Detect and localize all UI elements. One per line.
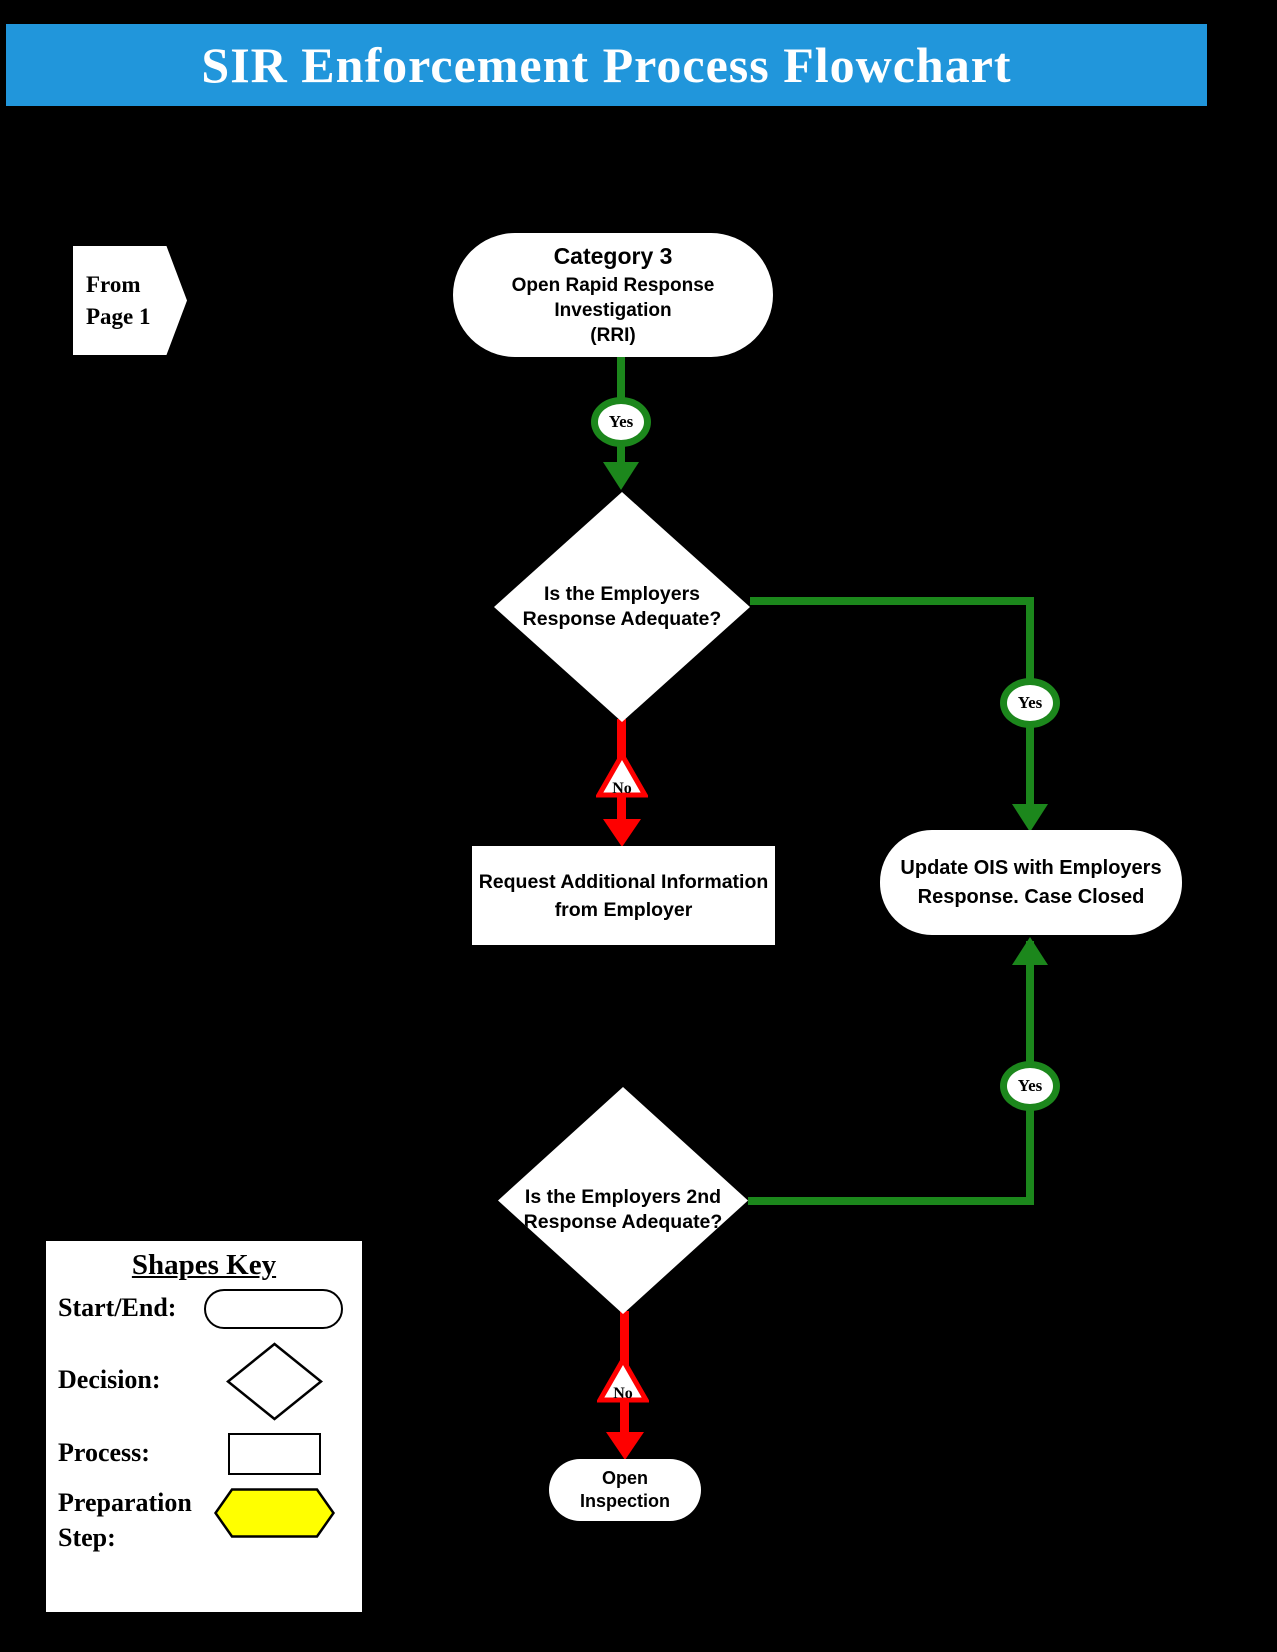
yes-label-decision1: Yes: [1000, 678, 1060, 728]
start-node-line3: Investigation: [554, 300, 672, 321]
green-arrowhead-to-update-ois-top: [1012, 804, 1048, 832]
decision1-line2: Response Adequate?: [522, 608, 722, 630]
red-arrowhead-to-open-inspection: [606, 1432, 644, 1460]
decision2-line2: Response Adequate?: [523, 1210, 723, 1233]
key-decision-shape: [226, 1342, 323, 1421]
key-label-preparation-line2: Step:: [58, 1523, 116, 1552]
update-ois-line2: Response. Case Closed: [917, 885, 1145, 908]
key-label-process: Process:: [58, 1438, 150, 1467]
connector-decision1-yes-horizontal: [750, 597, 1034, 605]
green-arrowhead-to-decision1: [603, 462, 639, 490]
decision1-line1: Is the Employers: [543, 583, 701, 605]
connector-decision2-yes-horizontal: [748, 1197, 1034, 1205]
no-label-decision2: No: [597, 1356, 649, 1404]
shapes-key: Shapes Key Start/End: Decision: Process:…: [43, 1238, 365, 1615]
open-inspection-line2: Inspection: [579, 1491, 670, 1511]
start-node-line2: Open Rapid Response: [511, 275, 715, 296]
decision2-line1: Is the Employers 2nd: [524, 1185, 722, 1208]
offpage-line2: Page 1: [86, 303, 151, 329]
no-label-decision1: No: [596, 751, 648, 799]
no-triangle-icon: [596, 751, 648, 798]
page-title: SIR Enforcement Process Flowchart: [201, 37, 1012, 93]
request-info-line2: from Employer: [554, 898, 693, 921]
offpage-line1: From: [86, 271, 141, 297]
end-node-open-inspection: Open Inspection: [549, 1459, 701, 1521]
update-ois-line1: Update OIS with Employers: [900, 856, 1162, 879]
key-label-decision: Decision:: [58, 1365, 161, 1394]
end-node-update-ois: Update OIS with Employers Response. Case…: [880, 830, 1182, 935]
decision-node-response-adequate: Is the Employers Response Adequate?: [494, 492, 750, 722]
key-label-preparation-line1: Preparation: [58, 1488, 192, 1517]
green-arrowhead-to-update-ois-bottom: [1012, 937, 1048, 965]
title-bar: SIR Enforcement Process Flowchart: [6, 24, 1207, 106]
red-arrowhead-to-request-info: [603, 819, 641, 847]
request-info-line1: Request Additional Information: [478, 870, 769, 893]
no-triangle-icon: [597, 1356, 649, 1403]
decision-node-2nd-response-adequate: Is the Employers 2nd Response Adequate?: [498, 1087, 748, 1314]
key-process-shape: [228, 1433, 321, 1475]
decision1-text: Is the Employers Response Adequate?: [523, 582, 722, 632]
key-label-start-end: Start/End:: [58, 1293, 177, 1322]
yes-label-decision2: Yes: [1000, 1061, 1060, 1111]
decision2-text: Is the Employers 2nd Response Adequate?: [524, 1185, 723, 1235]
no-text-2: No: [613, 1385, 633, 1402]
shapes-key-heading: Shapes Key: [131, 1249, 277, 1281]
process-node-request-additional-info: Request Additional Information from Empl…: [472, 846, 775, 945]
no-text-1: No: [612, 780, 632, 797]
key-startend-shape: [204, 1289, 343, 1329]
start-node-category3: Category 3 Open Rapid Response Investiga…: [453, 233, 773, 357]
key-preparation-shape: [214, 1488, 335, 1538]
start-node-line4: (RRI): [590, 325, 636, 346]
offpage-connector-from-page-1: From Page 1: [73, 246, 187, 355]
open-inspection-line1: Open: [601, 1468, 648, 1488]
start-node-title: Category 3: [553, 243, 673, 269]
yes-label-start-to-decision1: Yes: [591, 397, 651, 447]
